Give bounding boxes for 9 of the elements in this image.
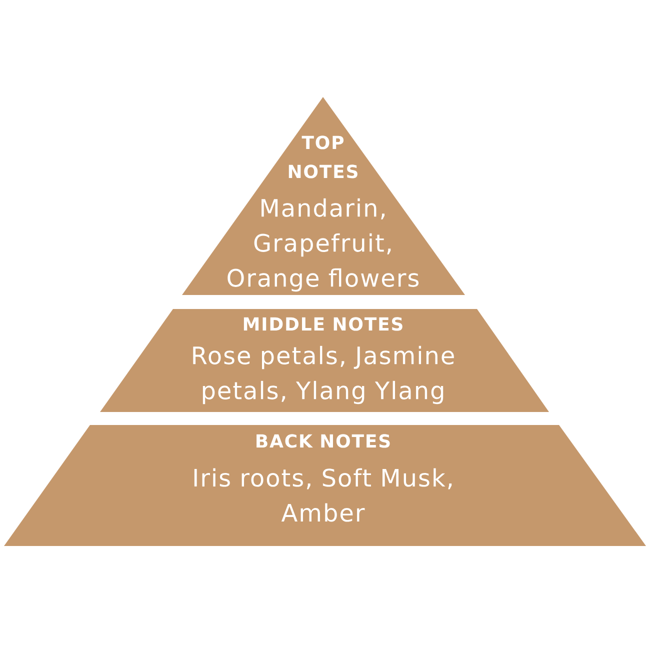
tier-text: Mandarin, Grapefruit, Orange flowers [228, 198, 419, 292]
pyramid-tier [4, 425, 646, 546]
pyramid-tier [100, 309, 549, 412]
tier-heading: BACK NOTES [256, 434, 390, 448]
tier-text: Rose petals, Jasmine petals, Ylang Ylang [193, 346, 454, 404]
tier-heading: MIDDLE NOTES [244, 317, 402, 331]
tier-heading: TOP NOTES [288, 136, 358, 178]
tier-text: Iris roots, Soft Musk, Amber [194, 468, 452, 522]
pyramid-tier [182, 97, 465, 295]
